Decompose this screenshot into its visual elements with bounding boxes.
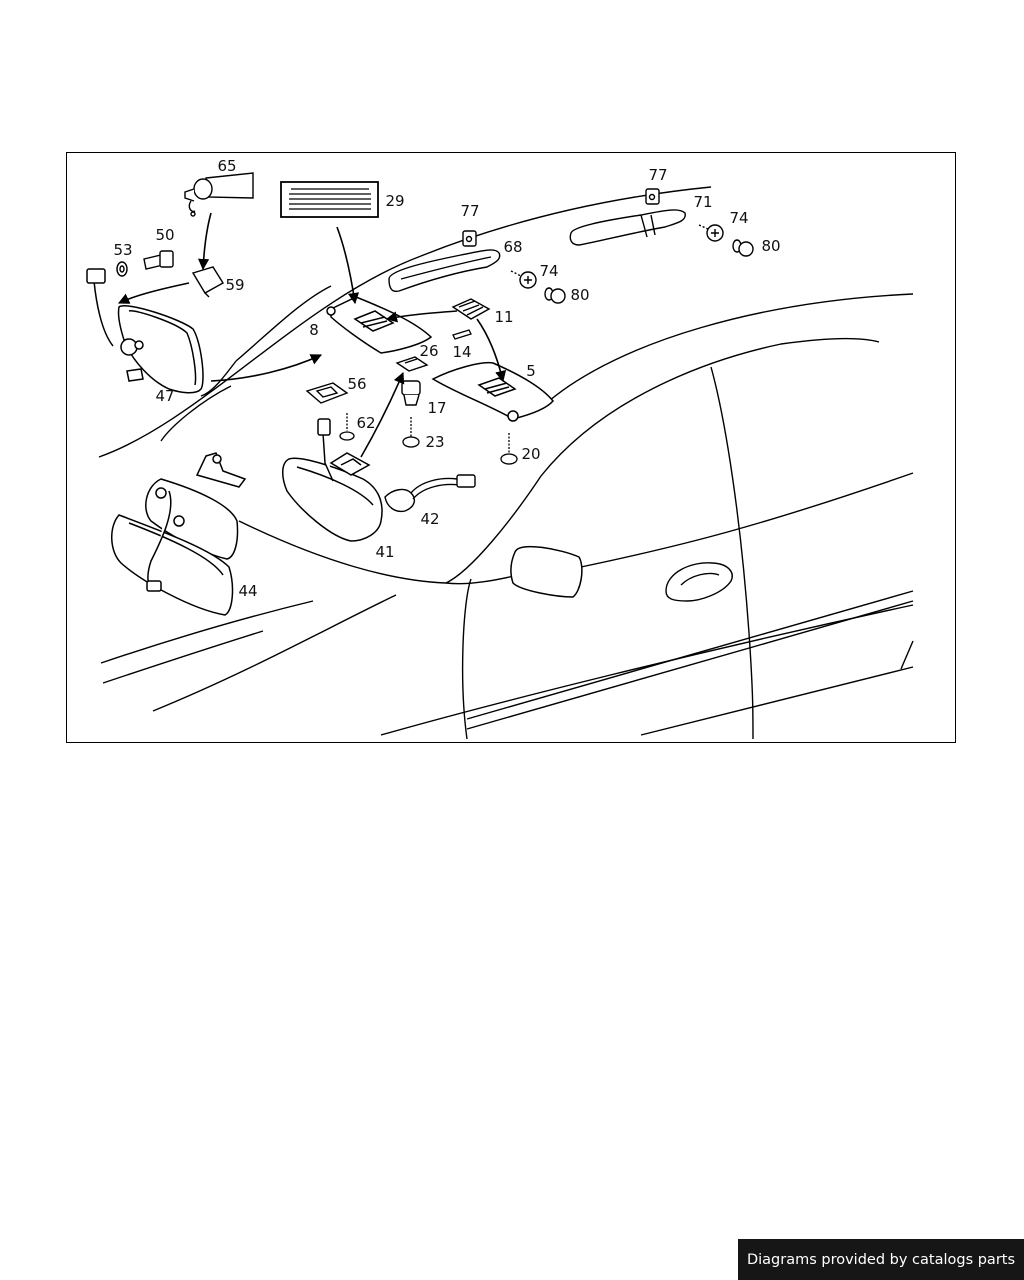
sun-visor-8-part <box>326 296 433 354</box>
callout-59: 59 <box>225 276 244 294</box>
parts-exploded-view: 65 29 77 77 71 74 74 80 80 68 53 50 59 8… <box>86 157 914 740</box>
callout-labels: 65 29 77 77 71 74 74 80 80 68 53 50 59 8… <box>113 157 780 600</box>
bracket-59-part <box>191 266 224 298</box>
callout-50: 50 <box>155 226 174 244</box>
callout-80: 80 <box>761 237 780 255</box>
callout-62: 62 <box>356 414 375 432</box>
callout-29: 29 <box>385 192 404 210</box>
callout-77: 77 <box>648 166 667 184</box>
door-mirror-outline <box>510 545 583 598</box>
callout-5: 5 <box>526 362 536 380</box>
vanity-lamp-11-part <box>451 298 491 320</box>
callout-65: 65 <box>217 157 236 175</box>
callout-11: 11 <box>494 308 513 326</box>
sun-visor-5-part <box>431 361 554 422</box>
interior-mirror-47-part <box>86 268 204 394</box>
credit-text: Diagrams provided by catalogs parts <box>746 1251 1016 1268</box>
callout-71: 71 <box>693 193 712 211</box>
callout-41: 41 <box>375 543 394 561</box>
credit-banner: Diagrams provided by catalogs parts <box>738 1239 1024 1280</box>
callout-14: 14 <box>452 343 471 361</box>
lamp-holder-26-part <box>395 356 429 372</box>
callout-17: 17 <box>427 399 446 417</box>
callout-56: 56 <box>347 375 366 393</box>
screw-20-part <box>500 433 518 465</box>
bolt-50-part <box>143 250 174 270</box>
screw-23-part <box>402 417 420 448</box>
callout-8: 8 <box>309 321 319 339</box>
cover-56-part <box>305 382 349 404</box>
cable-42-part <box>384 474 476 513</box>
interior-mirror-44-part <box>111 452 247 616</box>
callout-68: 68 <box>503 238 522 256</box>
label-plate-part <box>280 181 379 218</box>
callout-74: 74 <box>729 209 748 227</box>
callout-23: 23 <box>425 433 444 451</box>
door-handle-outline <box>665 562 733 602</box>
adhesive-tube-part <box>184 172 254 217</box>
callout-42: 42 <box>420 510 439 528</box>
callout-20: 20 <box>521 445 540 463</box>
interior-mirror-41-part <box>282 418 383 542</box>
screw-74-part <box>510 224 724 289</box>
callout-47: 47 <box>155 387 174 405</box>
bulb-14-part <box>452 329 472 340</box>
grab-handle-part <box>388 209 686 293</box>
assembly-arrows <box>117 212 507 458</box>
callout-77: 77 <box>460 202 479 220</box>
callout-53: 53 <box>113 241 132 259</box>
screw-62-part <box>339 413 355 441</box>
callout-26: 26 <box>419 342 438 360</box>
callout-80: 80 <box>570 286 589 304</box>
clip-77-part <box>462 188 660 247</box>
plug-80-part <box>544 239 754 304</box>
car-body-outline <box>98 186 914 740</box>
washer-53-part <box>116 261 128 277</box>
switch-17-part <box>401 380 421 406</box>
callout-44: 44 <box>238 582 257 600</box>
callout-74: 74 <box>539 262 558 280</box>
parts-diagram-frame: 65 29 77 77 71 74 74 80 80 68 53 50 59 8… <box>66 152 956 743</box>
